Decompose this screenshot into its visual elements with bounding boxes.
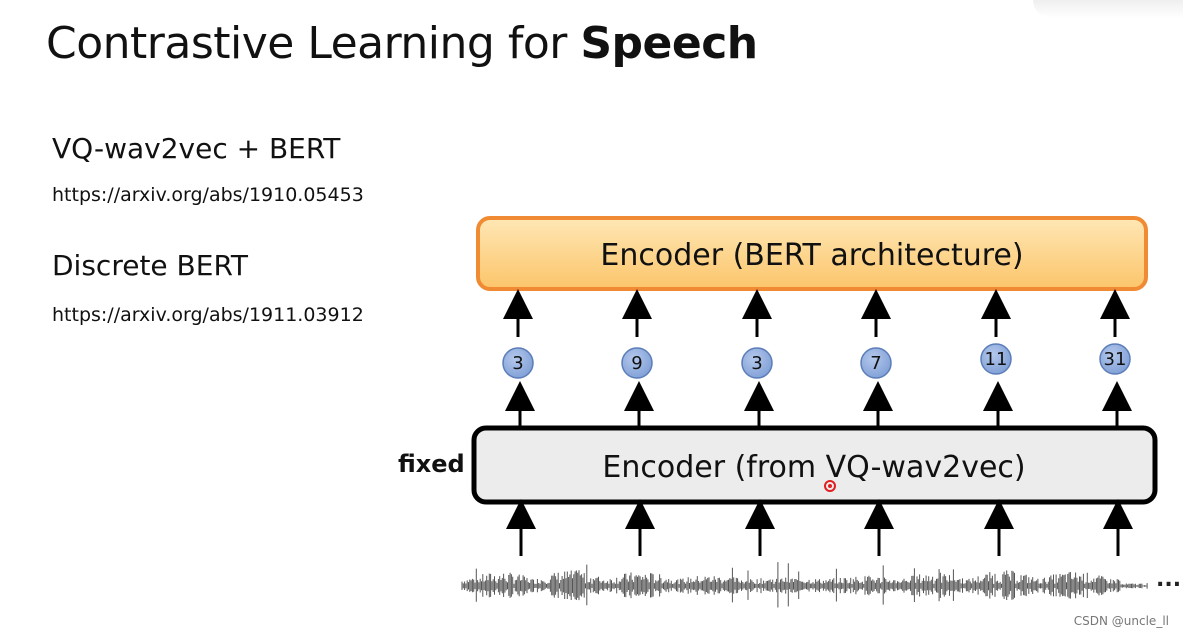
cursor-dot-center [828, 484, 832, 488]
fixed-label: fixed [398, 450, 465, 478]
slide-title-bold: Speech [580, 18, 758, 69]
token-circle [980, 343, 1012, 375]
token-layer: 3 9 3 7 11 31 [502, 289, 1133, 556]
reference-link-vq-wav2vec-bert[interactable]: https://arxiv.org/abs/1910.05453 [52, 184, 364, 206]
token-value: 31 [1104, 349, 1127, 370]
audio-waveform [461, 562, 1148, 608]
waveform-continuation: ... [1156, 567, 1181, 592]
token-circle [741, 347, 773, 379]
watermark: CSDN @uncle_ll [1073, 614, 1169, 628]
bert-encoder-label: Encoder (BERT architecture) [600, 238, 1023, 273]
reference-heading-vq-wav2vec-bert: VQ-wav2vec + BERT [52, 132, 341, 165]
reference-link-discrete-bert[interactable]: https://arxiv.org/abs/1911.03912 [52, 304, 364, 326]
cursor-dot [824, 480, 836, 492]
slide-title: Contrastive Learning for Speech [46, 18, 758, 69]
token-value: 3 [512, 353, 523, 374]
token-value: 7 [870, 353, 881, 374]
slide-title-plain: Contrastive Learning for [46, 18, 581, 69]
waveform-trace [461, 562, 1148, 608]
token-value: 3 [751, 353, 762, 374]
reference-heading-discrete-bert: Discrete BERT [52, 249, 248, 282]
token-value: 11 [985, 349, 1008, 370]
token-circle [502, 347, 534, 379]
bert-encoder-box [476, 216, 1148, 291]
window-corner-shade [1033, 0, 1183, 18]
vq-encoder-label: Encoder (from VQ-wav2vec) [602, 450, 1025, 485]
vq-encoder-box [471, 425, 1158, 505]
token-circle [860, 347, 892, 379]
token-value: 9 [631, 353, 642, 374]
token-circle [1099, 343, 1131, 375]
token-circle [621, 347, 653, 379]
